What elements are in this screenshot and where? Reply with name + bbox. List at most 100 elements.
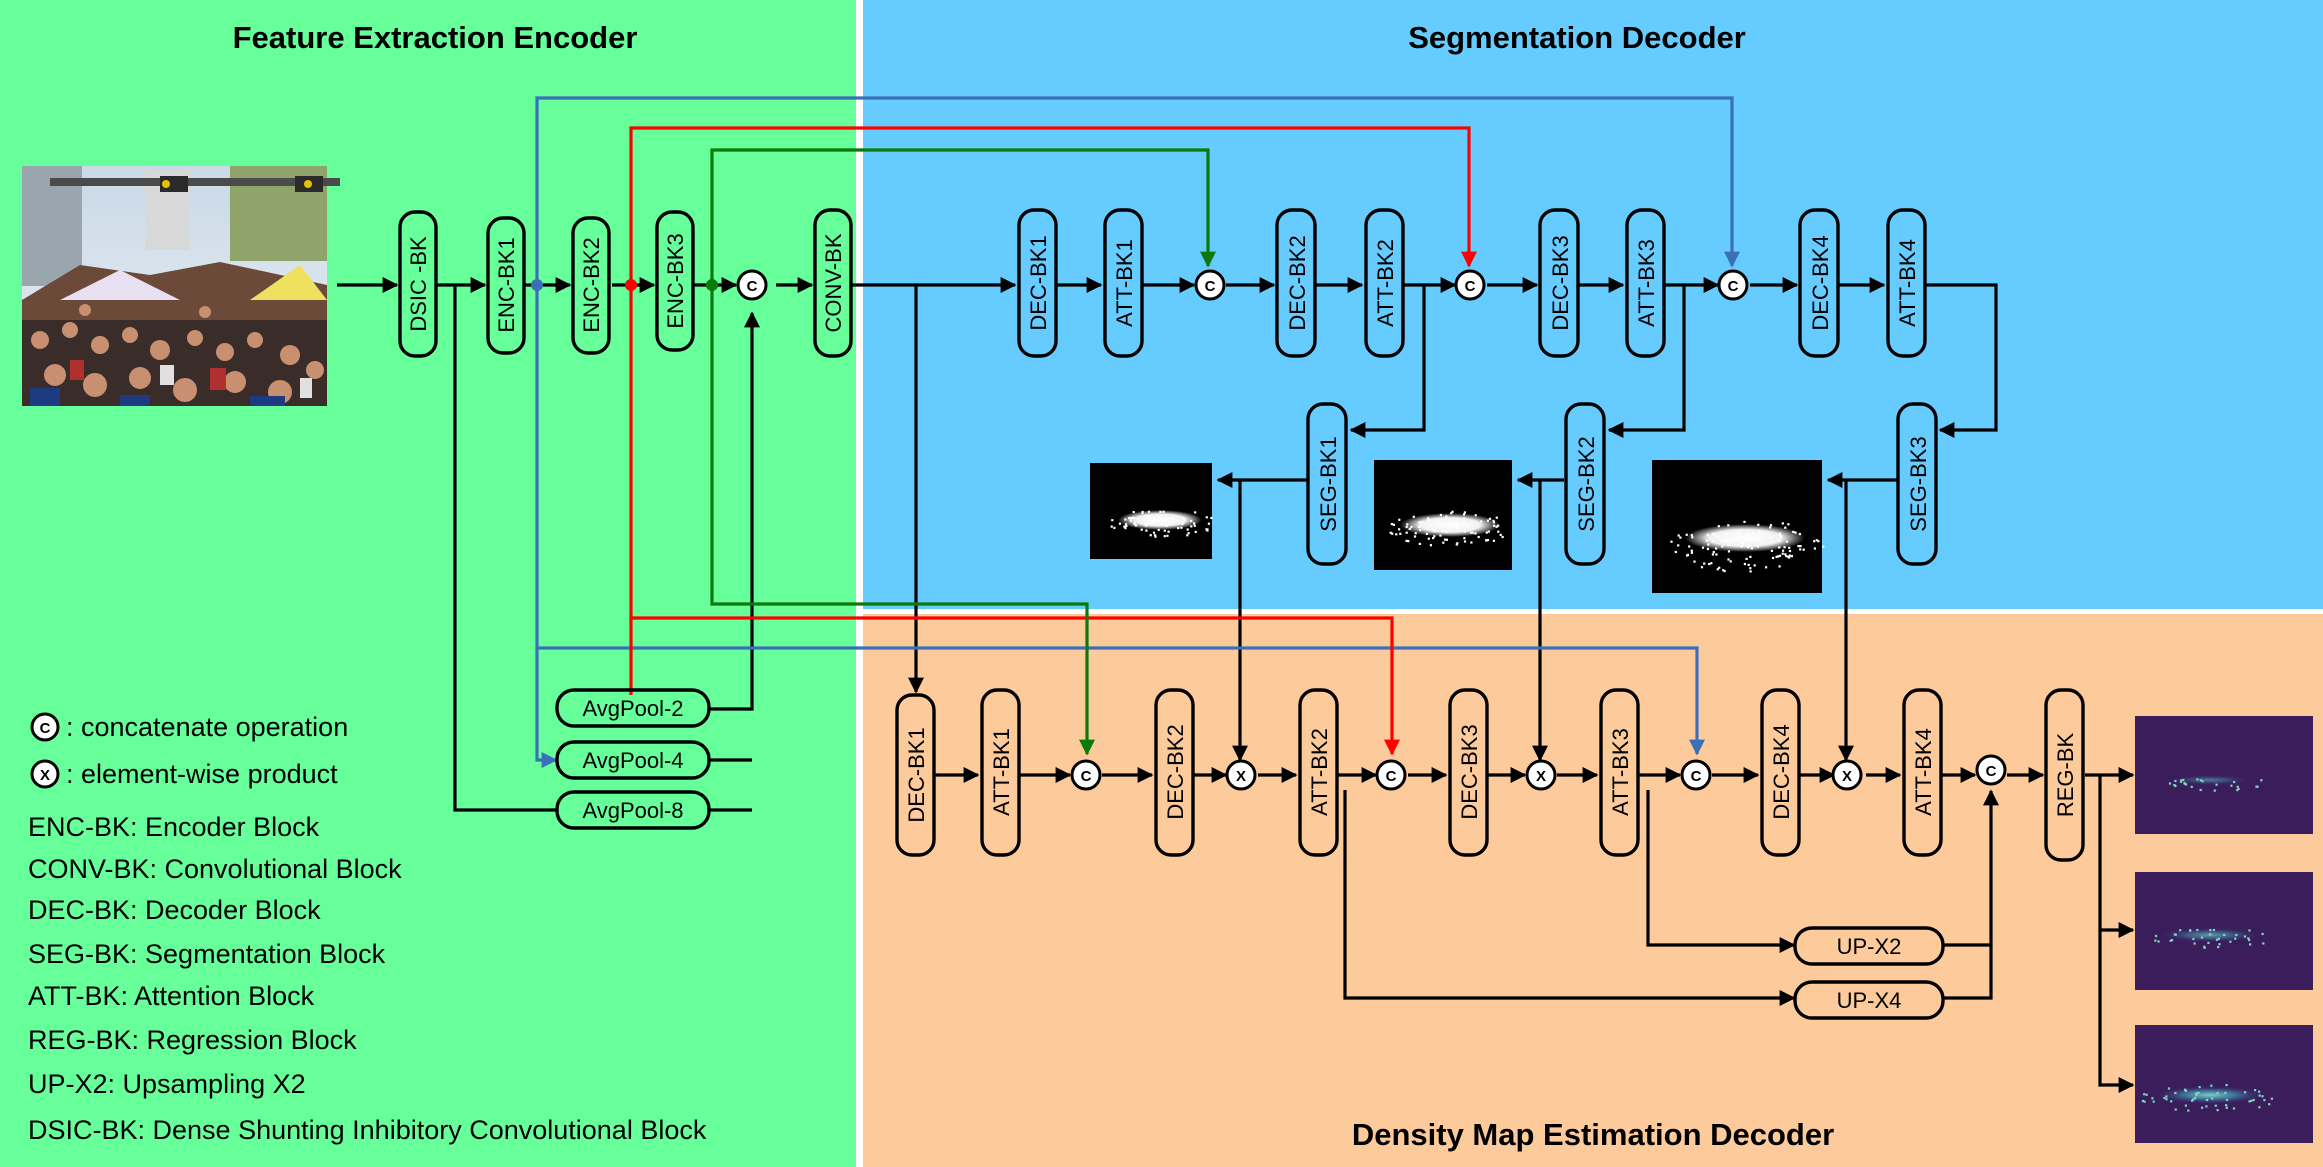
speck [1149,534,1152,537]
product-icon: X [30,759,60,789]
speck [1708,563,1711,566]
speck [1787,523,1790,526]
speck [1778,539,1781,542]
speck [1160,522,1163,525]
speck [2193,942,2196,945]
seg-block-1-label: SEG-BK1 [1316,436,1341,531]
speck [1436,522,1439,525]
speck [2167,1087,2171,1090]
segmentation-title: Segmentation Decoder [1408,20,1746,55]
speck [2270,1097,2273,1100]
dsic-block-label: DSIC -BK [406,236,431,332]
speck [1717,536,1720,539]
speck [1670,540,1673,543]
speck [1166,523,1170,526]
speck [1815,539,1818,542]
speck [2185,783,2188,786]
den-att-block-3-label: ATT-BK3 [1608,728,1633,816]
speck [1392,523,1395,526]
speck [1193,522,1196,525]
speck [1166,534,1169,537]
speck [1799,545,1802,548]
speck [1783,546,1786,549]
speck [1722,569,1725,572]
speck [1492,521,1495,524]
concat-node: C [1194,269,1226,301]
speck [1715,547,1718,550]
speck [2179,780,2182,783]
speck [1743,562,1746,566]
enc-block-3: ENC-BK3 [655,210,695,352]
speck [2249,943,2252,946]
legend-upsample: UP-X2: Upsampling X2 [28,1069,306,1099]
svg-text:X: X [1842,768,1852,785]
svg-text:C: C [40,720,51,737]
speck [1469,531,1473,534]
speck [1446,530,1449,533]
speck [1450,512,1453,515]
speck [1778,546,1781,549]
speck [1488,517,1492,520]
skip-connections [531,96,1740,768]
speck [2205,1105,2208,1108]
speck [1817,540,1820,543]
den-att-block-2: ATT-BK2 [1298,688,1339,857]
density-map [2135,1025,2313,1143]
speck [2225,1084,2228,1087]
speck [1418,521,1421,524]
speck [1132,511,1135,514]
speck [1781,552,1784,555]
speck [2262,942,2265,945]
speck [1463,511,1466,514]
speck [1712,532,1715,535]
speck [1749,570,1752,573]
speck [1750,547,1754,550]
legend-concat: : concatenate operation [66,712,348,742]
speck [1427,518,1430,521]
speck [1679,536,1682,539]
seg-att-block-4-label: ATT-BK4 [1895,239,1920,327]
speck [1152,521,1155,524]
speck [2258,1090,2261,1093]
speck [1451,510,1454,513]
den-att-block-3: ATT-BK3 [1599,688,1640,857]
speck [1432,537,1435,540]
concat-node: C [1375,759,1407,791]
product-node: X [1525,759,1557,791]
speck [2184,1088,2187,1091]
speck [1408,527,1411,530]
svg-text:C: C [1465,278,1476,295]
seg-dec-block-1-label: DEC-BK1 [1026,235,1051,330]
svg-text:X: X [40,767,50,784]
speck [2237,787,2240,790]
upsample-x2-label: UP-X2 [1837,934,1902,959]
speck [1418,542,1421,545]
speck [1420,520,1423,524]
speck [1497,524,1500,527]
speck [2236,789,2239,792]
speck [1147,510,1150,513]
speck [2173,933,2176,936]
den-att-block-1-label: ATT-BK1 [989,728,1014,816]
speck [1706,533,1709,536]
speck [1132,516,1135,519]
speck [1455,543,1458,546]
seg-dec-block-2: DEC-BK2 [1275,208,1317,358]
speck [1427,537,1430,540]
speck [1710,562,1713,565]
speck [1210,516,1213,520]
speck [1781,522,1784,525]
legend: C : concatenate operation X : element-wi… [28,712,707,1145]
speck [1429,544,1432,547]
speck [1674,550,1677,554]
speck [2248,1100,2251,1103]
speck [1495,525,1498,528]
speck [2196,778,2199,781]
speck [1145,524,1148,527]
upsample-x4-label: UP-X4 [1837,988,1902,1013]
speck [2216,1109,2219,1112]
speck [1159,510,1162,513]
svg-text:C: C [1081,768,1092,785]
speck [1145,529,1148,532]
segmentation-mask [1090,463,1212,559]
